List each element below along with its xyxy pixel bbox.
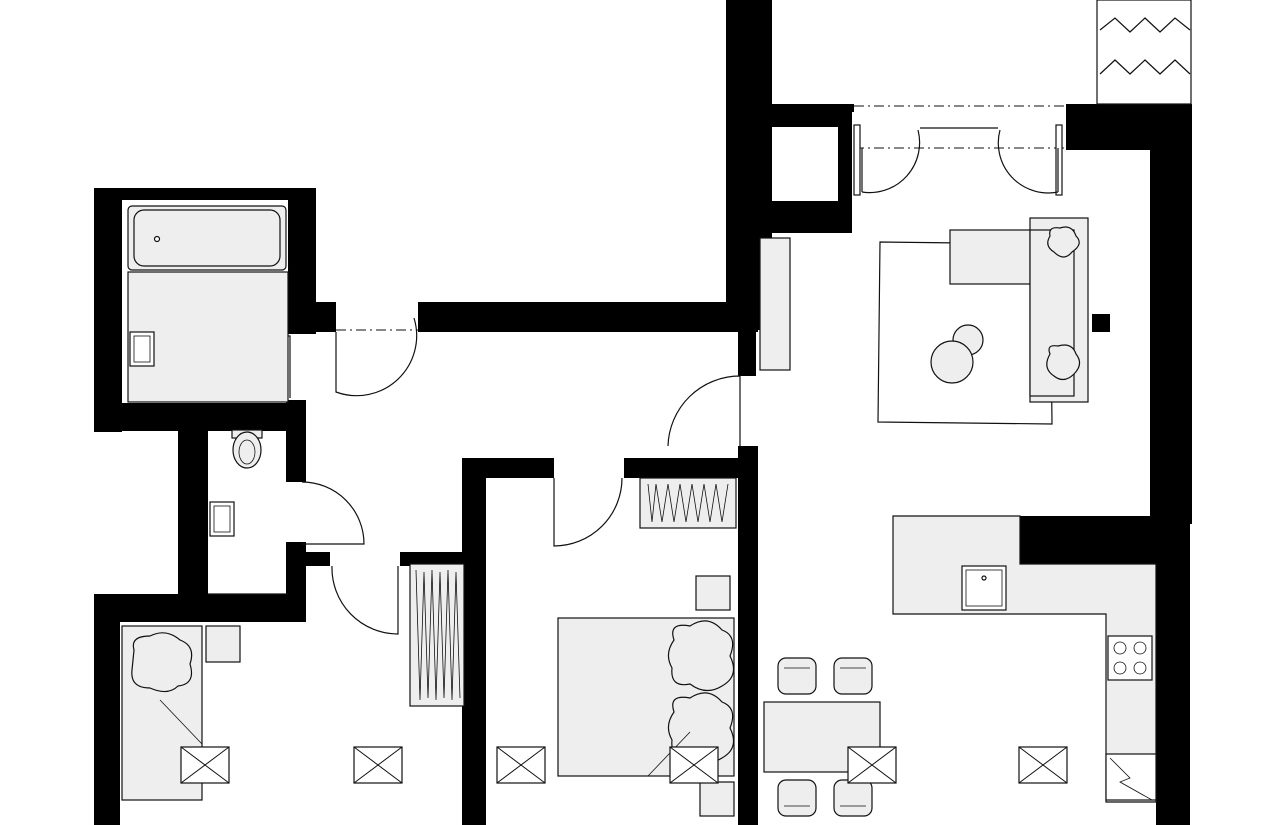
single-bed — [121, 625, 203, 801]
cooktop — [1107, 635, 1153, 681]
fridge — [1105, 753, 1157, 801]
column — [1092, 314, 1110, 332]
ceiling-light-icon — [180, 746, 230, 784]
small-nightstand — [205, 625, 241, 663]
coffee-tables — [930, 324, 984, 384]
ceiling-light-icon — [847, 746, 897, 784]
bedroom-wardrobe — [639, 477, 737, 529]
ceiling-light-icon — [353, 746, 403, 784]
tv-cabinet — [759, 237, 791, 371]
ceiling-lights — [180, 746, 1068, 784]
kitchen-counter — [892, 515, 1157, 803]
balcony-railing — [1099, 17, 1191, 75]
bathtub — [127, 205, 287, 271]
nightstand-top — [695, 575, 731, 611]
walls — [94, 0, 1192, 825]
hall-wardrobe — [409, 563, 465, 707]
balcony-doors — [853, 105, 1066, 196]
toilet — [231, 429, 263, 469]
bathroom-floor-tile — [127, 271, 289, 403]
ceiling-light-icon — [496, 746, 546, 784]
bathroom-washbasin — [129, 331, 155, 367]
nightstand-bottom — [699, 781, 735, 817]
wc-washbasin — [209, 501, 235, 537]
kitchen-sink — [961, 565, 1007, 611]
dining-chairs — [777, 657, 873, 817]
ceiling-light-icon — [669, 746, 719, 784]
ceiling-light-icon — [1018, 746, 1068, 784]
corner-sofa — [949, 217, 1089, 403]
